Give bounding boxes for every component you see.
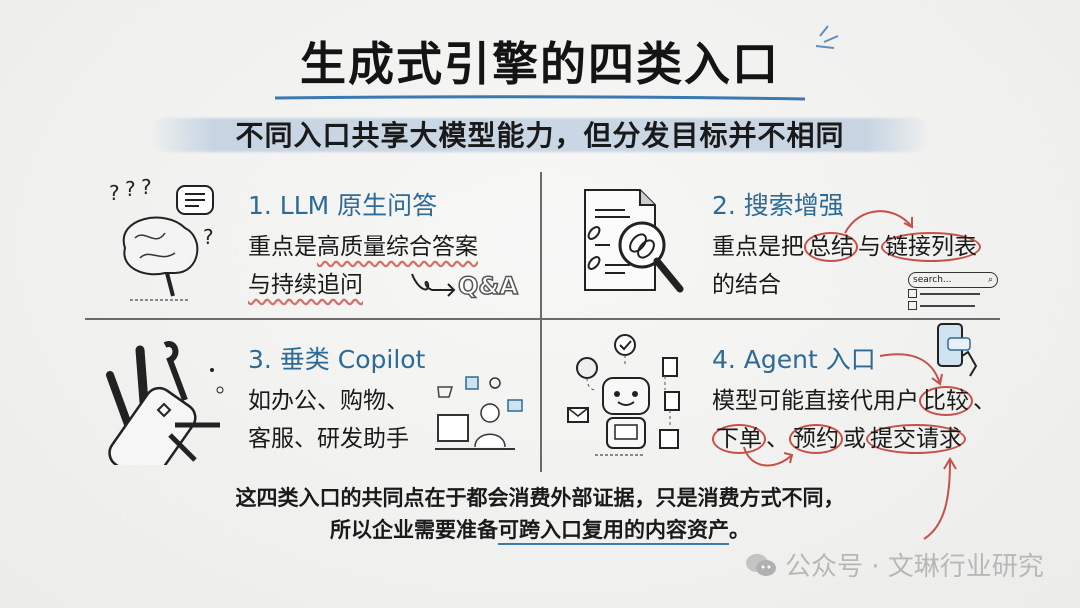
quadrant-heading: 4. Agent 入口 [712,345,876,374]
body-text: 与 [858,234,881,260]
body-text: 、 [973,388,996,414]
circled-text: 总结 [804,232,858,262]
connector-arrow-icon [743,446,794,467]
vertical-divider [540,172,542,472]
connector-arrow-icon [923,457,957,540]
robot-agent-icon [567,334,680,456]
quadrant-heading: 3. 垂类 Copilot [248,345,426,374]
subtitle: 不同入口共享大模型能力，但分发目标并不相同 [235,119,845,152]
circled-text: 下单 [712,424,766,454]
body-text: 或 [843,426,866,452]
result-line [908,289,980,298]
watermark-text: 公众号 · 文琳行业研究 [785,552,1044,582]
summary-text: 所以企业需要准备 [330,518,498,542]
subtitle-brush-highlight [150,118,930,152]
body-text: 重点是把 [712,234,804,260]
summary-footer: 这四类入口的共同点在于都会消费外部证据，只是消费方式不同， 所以企业需要准备可跨… [0,482,1080,546]
horizontal-divider [85,318,1000,320]
qa-badge: Q&A [457,271,518,301]
brain-with-question-marks-icon: ??? ? [109,178,214,301]
person-at-computer-icon [435,376,523,450]
connector-arrow-icon [844,210,913,234]
page-title: 生成式引擎的四类入口 [300,37,780,91]
wechat-icon [746,553,776,576]
circled-text: 链接列表 [881,232,981,262]
svg-text:?: ? [203,225,214,249]
phone-tap-icon [937,323,978,377]
circled-text: 比较 [919,386,973,416]
search-placeholder: search... [913,275,952,285]
quadrant-heading: 2. 搜索增强 [712,191,844,220]
summary-line: 这四类入口的共同点在于都会消费外部证据，只是消费方式不同， [235,486,845,510]
emphasized-text: 与持续追问 [248,272,363,298]
search-icon: ⌕ [987,275,993,285]
body-text: 、 [766,426,789,452]
swiss-army-knife-icon [106,341,224,465]
quadrant-body: 重点是把总结与链接列表 的结合 [712,228,981,304]
search-results-mockup: search... ⌕ [908,272,998,310]
search-input: search... ⌕ [908,272,998,288]
connector-arrow-icon [879,353,943,386]
quadrant-body: 模型可能直接代用户比较、 下单、预约或提交请求 [712,382,996,458]
svg-text:?: ? [141,178,152,199]
body-text: 如办公、购物、 [248,388,409,414]
document-magnifier-icon [584,189,684,293]
sparkle-strokes-icon [815,25,839,49]
summary-emphasis: 可跨入口复用的内容资产 [498,518,729,542]
emphasized-text: 高质量综合答案 [317,234,478,260]
svg-text:?: ? [125,178,136,201]
curly-arrow-icon [411,273,456,297]
watermark: 公众号 · 文琳行业研究 [745,546,1044,583]
subtitle-banner: 不同入口共享大模型能力，但分发目标并不相同 [150,112,930,156]
quadrant-body: 重点是高质量综合答案 与持续追问 [248,228,478,304]
body-text: 的结合 [712,272,781,298]
circled-text: 提交请求 [866,424,966,454]
body-text: 模型可能直接代用户 [712,388,919,414]
body-text: 重点是 [248,234,317,260]
result-line [908,301,975,310]
title-underline-stroke [275,95,805,101]
quadrant-heading: 1. LLM 原生问答 [248,191,438,220]
body-text: 客服、研发助手 [248,426,409,452]
summary-text: 。 [729,518,750,542]
svg-text:?: ? [109,181,120,205]
quadrant-body: 如办公、购物、 客服、研发助手 [248,382,409,458]
circled-text: 预约 [789,424,843,454]
